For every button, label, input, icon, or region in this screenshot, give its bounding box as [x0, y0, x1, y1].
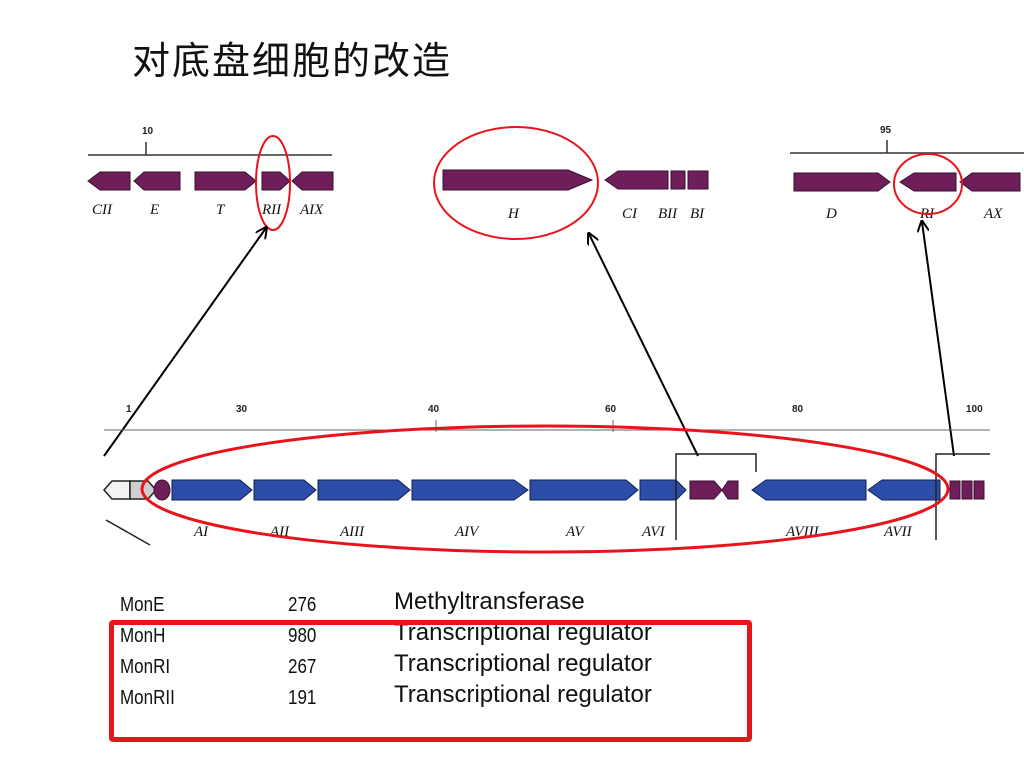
gene-rightend-2 [961, 480, 973, 500]
arrow-to-ri [922, 222, 955, 457]
gene-label-d: D [825, 206, 837, 222]
left-gene-map: 10 CII E T RII AIX [87, 126, 334, 231]
h-highlight-ellipse [433, 126, 599, 240]
cluster-tick-100: 100 [966, 404, 983, 415]
gene-ax-arrow [959, 172, 1021, 192]
gene-name-cell: MonRII [120, 687, 175, 709]
gene-bi-arrow [687, 170, 709, 190]
gene-cluster-diagram: 10 CII E T RII AIX H CI BII BI [87, 125, 1024, 554]
cluster-tick-60: 60 [605, 404, 617, 415]
gene-label-e: E [149, 202, 159, 218]
gene-label-avi: AVI [641, 524, 666, 540]
gene-aii-arrow [253, 479, 317, 501]
gene-label-avii: AVII [883, 524, 913, 540]
right-gene-map: 95 D RI AX [790, 125, 1024, 222]
gene-leftend-3 [153, 479, 171, 501]
gene-label-ci: CI [622, 206, 638, 222]
gene-label-aiv: AIV [454, 524, 480, 540]
gene-function-cell: Transcriptional regulator [394, 681, 652, 708]
gene-e-arrow [133, 171, 181, 191]
gene-label-aiii: AIII [339, 524, 365, 540]
arrow-to-h [589, 234, 699, 457]
gene-mid-purple-1 [689, 480, 723, 500]
gene-label-cii: CII [92, 202, 113, 218]
gene-function-cell: Transcriptional regulator [394, 650, 652, 677]
gene-ri-arrow [899, 172, 957, 192]
gene-function-table: MonE 276 Methyltransferase MonH 980 Tran… [120, 588, 770, 712]
left-map-tick-label: 10 [142, 126, 154, 137]
middle-gene-map: H CI BII BI [433, 126, 709, 240]
gene-h-arrow [442, 169, 594, 191]
connector-arrows [103, 222, 955, 457]
gene-mid-purple-2 [721, 480, 739, 500]
gene-cii-arrow [87, 171, 131, 191]
gene-label-ax: AX [983, 206, 1003, 222]
gene-label-bi: BI [690, 206, 705, 222]
gene-rii-arrow [261, 171, 291, 191]
gene-length-cell: 276 [288, 594, 317, 616]
rii-highlight-ellipse [255, 135, 291, 231]
gene-label-rii: RII [261, 202, 282, 218]
ri-highlight-ellipse [893, 153, 963, 215]
gene-label-aix: AIX [299, 202, 324, 218]
main-gene-cluster: 1 30 40 60 80 100 AI AII [102, 404, 990, 554]
gene-label-bii: BII [658, 206, 678, 222]
table-row: MonE 276 Methyltransferase [120, 588, 770, 619]
cluster-tick-30: 30 [236, 404, 248, 415]
gene-name-cell: MonE [120, 594, 165, 616]
left-diagonal-line [105, 519, 151, 546]
gene-label-h: H [507, 206, 520, 222]
gene-length-cell: 980 [288, 625, 317, 647]
gene-t-arrow [194, 171, 257, 191]
regulator-highlight-box [109, 620, 752, 742]
gene-av-arrow [529, 479, 639, 501]
gene-rightend-3 [973, 480, 985, 500]
table-row: MonRII 191 Transcriptional regulator [120, 681, 770, 712]
gene-length-cell: 191 [288, 687, 317, 709]
gene-length-cell: 267 [288, 656, 317, 678]
gene-aix-arrow [291, 171, 334, 191]
gene-label-ai: AI [193, 524, 209, 540]
gene-d-arrow [793, 172, 891, 192]
gene-name-cell: MonH [120, 625, 166, 647]
gene-name-cell: MonRI [120, 656, 171, 678]
cluster-tick-40: 40 [428, 404, 440, 415]
bracket-box-middle [675, 453, 757, 540]
bracket-box-right [935, 453, 990, 540]
gene-avi-arrow [639, 479, 687, 501]
gene-label-t: T [216, 202, 226, 218]
gene-ci-arrow [604, 170, 669, 190]
cluster-tick-1: 1 [126, 404, 132, 415]
gene-aviii-arrow [751, 479, 867, 501]
cluster-tick-80: 80 [792, 404, 804, 415]
gene-ai-arrow [171, 479, 253, 501]
slide-title: 对底盘细胞的改造 [132, 39, 453, 83]
gene-label-av: AV [565, 524, 585, 540]
gene-leftend-1 [102, 480, 131, 500]
table-row: MonRI 267 Transcriptional regulator [120, 650, 770, 681]
gene-avii-arrow [867, 479, 941, 501]
gene-bii-arrow [670, 170, 686, 190]
cluster-highlight-ellipse [140, 424, 950, 554]
gene-aiv-arrow [411, 479, 529, 501]
gene-aiii-arrow [317, 479, 411, 501]
right-map-tick-label: 95 [880, 125, 892, 136]
gene-function-cell: Methyltransferase [394, 588, 585, 615]
gene-rightend-1 [949, 480, 961, 500]
arrow-to-rii [103, 228, 266, 457]
